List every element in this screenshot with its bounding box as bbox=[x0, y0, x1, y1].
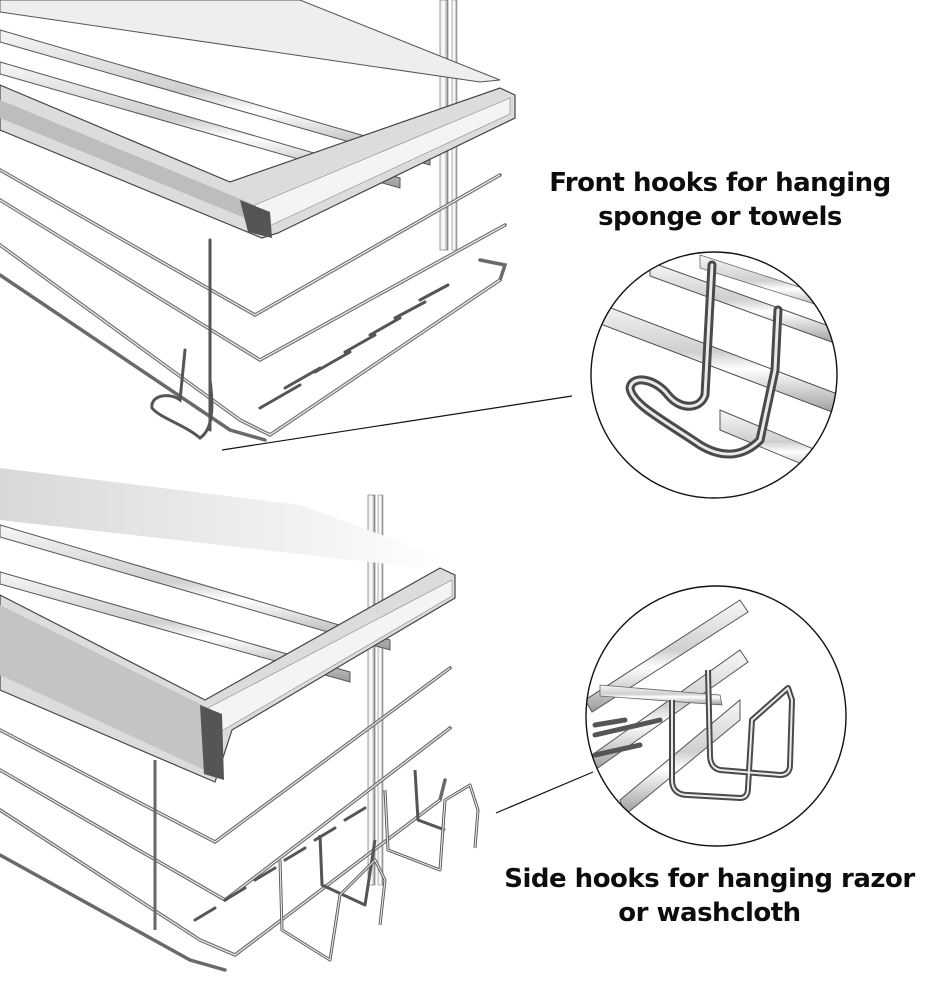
front-hooks-caption: Front hooks for hanging sponge or towels bbox=[535, 166, 905, 234]
side-hooks-caption: Side hooks for hanging razor or washclot… bbox=[490, 862, 929, 930]
front-hook-detail-icon bbox=[590, 251, 838, 499]
side-hooks-caption-line-1: Side hooks for hanging razor bbox=[504, 864, 915, 894]
front-hook bbox=[150, 238, 214, 440]
bottom-basket bbox=[0, 468, 480, 972]
front-hooks-caption-line-2: sponge or towels bbox=[598, 202, 842, 232]
side-hook-detail-icon bbox=[585, 585, 847, 847]
side-hooks-caption-line-2: or washcloth bbox=[618, 898, 801, 928]
front-hook-leader-line bbox=[221, 395, 573, 451]
front-hooks-caption-line-1: Front hooks for hanging bbox=[549, 168, 891, 198]
side-hook-leader-line bbox=[495, 771, 594, 814]
top-basket bbox=[0, 0, 516, 442]
